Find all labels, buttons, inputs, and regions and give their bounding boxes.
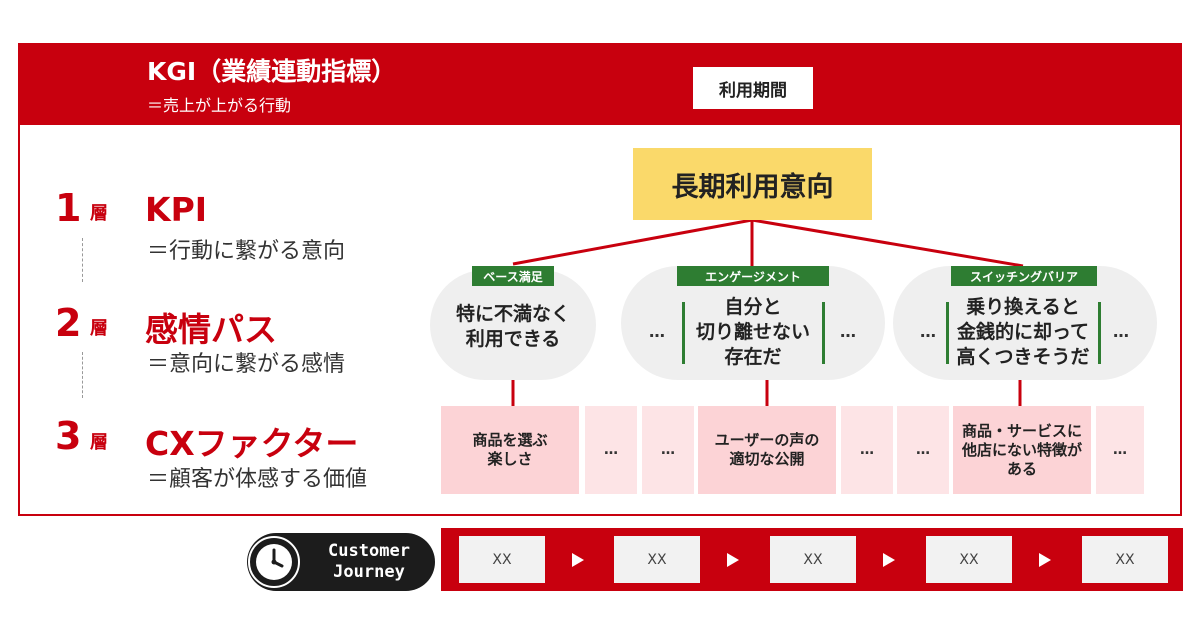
arrow-right-icon [727, 553, 739, 567]
emotion-text: 乗り換えると 金銭的に却って 高くつきそうだ [950, 295, 1096, 370]
journey-step: XX [926, 536, 1012, 583]
layer-2-subtitle: ＝意向に繋がる感情 [147, 352, 346, 377]
emotion-bar [682, 302, 685, 364]
cx-factor-line: 商品を選ぶ [472, 431, 548, 449]
emotion-text-line: 乗り換えると [966, 296, 1080, 318]
cx-factor-placeholder: … [1096, 406, 1144, 494]
journey-step: XX [459, 536, 545, 583]
kpi-box: 長期利用意向 [633, 148, 872, 220]
emotion-text-line: 特に不満なく [455, 303, 570, 325]
ellipsis: … [840, 322, 856, 341]
ellipsis: … [1113, 322, 1129, 341]
cx-factor-placeholder: … [642, 406, 694, 494]
kgi-header [18, 43, 1182, 125]
cx-factor-line: ユーザーの声の [714, 431, 820, 449]
connector-line [751, 218, 1024, 268]
layer-1-subtitle: ＝行動に繋がる意向 [147, 239, 346, 264]
layer-3-title: CXファクター [145, 424, 359, 463]
connector-line [512, 218, 753, 266]
cx-factor: 商品を選ぶ 楽しさ [441, 406, 579, 494]
emotion-pill [430, 270, 596, 380]
layer-2-suffix: 層 [90, 318, 108, 339]
emotion-tag: スイッチングバリア [951, 266, 1097, 286]
journey-step: XX [770, 536, 856, 583]
cx-factor-placeholder: … [585, 406, 637, 494]
kgi-subtitle: ＝売上が上がる行動 [147, 96, 292, 115]
arrow-right-icon [572, 553, 584, 567]
cx-factor-line: 楽しさ [487, 450, 533, 468]
customer-journey-text: Customer Journey [304, 541, 434, 583]
cx-factor: 商品・サービスに 他店にない特徴が ある [953, 406, 1091, 494]
cx-factor-line: 商品・サービスに [961, 421, 1082, 440]
layer-1-title: KPI [145, 190, 208, 229]
layer-1-number: 1 [55, 186, 82, 230]
cx-factor-line: 適切な公開 [729, 450, 805, 468]
layer-divider [82, 352, 83, 398]
emotion-text-line: 高くつきそうだ [956, 346, 1090, 368]
journey-step: XX [614, 536, 700, 583]
layer-2-number: 2 [55, 301, 82, 345]
emotion-text: 特に不満なく 利用できる [430, 302, 596, 352]
layer-3-subtitle: ＝顧客が体感する価値 [147, 467, 368, 492]
layer-3-number: 3 [55, 414, 82, 458]
clock-icon [248, 536, 300, 588]
ellipsis: … [649, 322, 665, 341]
emotion-text-line: 金銭的に却って [956, 321, 1090, 343]
cx-factor-line: ある [1006, 459, 1037, 478]
customer-journey-line: Journey [333, 562, 405, 582]
cx-factor-line: 他店にない特徴が [961, 440, 1082, 459]
arrow-right-icon [1039, 553, 1051, 567]
layer-2-title: 感情パス [145, 310, 277, 349]
emotion-text-line: 自分と [724, 296, 782, 318]
kgi-title: KGI（業績連動指標） [147, 57, 397, 86]
emotion-bar [822, 302, 825, 364]
layer-3-suffix: 層 [90, 432, 108, 453]
emotion-tag: ベース満足 [472, 266, 554, 286]
cx-factor-placeholder: … [841, 406, 893, 494]
emotion-text-line: 存在だ [724, 346, 782, 368]
emotion-bar [1098, 302, 1101, 364]
emotion-text: 自分と 切り離せない 存在だ [686, 295, 820, 370]
arrow-right-icon [883, 553, 895, 567]
kgi-box: 利用期間 [693, 67, 813, 109]
cx-factor: ユーザーの声の 適切な公開 [698, 406, 836, 494]
cx-factor-placeholder: … [897, 406, 949, 494]
customer-journey-line: Customer [328, 541, 410, 561]
emotion-text-line: 切り離せない [695, 321, 810, 343]
layer-1-suffix: 層 [90, 203, 108, 224]
emotion-text-line: 利用できる [465, 328, 561, 350]
journey-step: XX [1082, 536, 1168, 583]
emotion-bar [946, 302, 949, 364]
emotion-tag: エンゲージメント [677, 266, 829, 286]
ellipsis: … [920, 322, 936, 341]
layer-divider [82, 238, 83, 282]
